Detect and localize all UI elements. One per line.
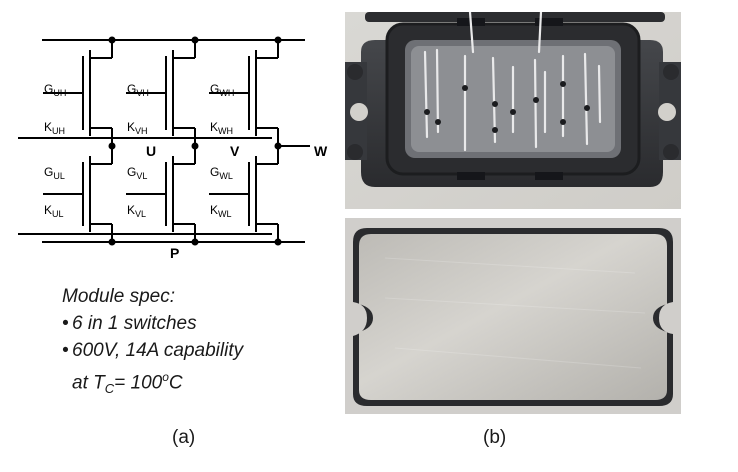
gate-label-wh: GWH: [210, 82, 234, 98]
bullet: •: [62, 313, 69, 334]
caption-a: (a): [172, 427, 196, 448]
gate-label-uh: GUH: [44, 82, 66, 98]
bullet: •: [62, 340, 69, 361]
top-rail-node-w: [274, 36, 282, 44]
kelvin-label-wh: KWH: [210, 120, 233, 136]
spec-item-temperature: at TC= 100oC: [72, 370, 183, 397]
bottom-rail-node-u: [108, 238, 116, 246]
kelvin-label-ul: KUL: [44, 203, 64, 219]
spec-item-text: 600V, 14A capability: [72, 340, 244, 361]
spec-item-capability: •600V, 14A capability: [62, 337, 243, 364]
top-rail-node-u: [108, 36, 116, 44]
kelvin-label-uh: KUH: [44, 120, 65, 136]
spec-item-switches: •6 in 1 switches: [62, 310, 243, 337]
kelvin-label-wl: KWL: [210, 203, 232, 219]
module-spec: Module spec: •6 in 1 switches •600V, 14A…: [62, 283, 243, 402]
module-lid-photo: [345, 218, 681, 414]
phase-node-v: [191, 142, 199, 150]
top-rail-node-v: [191, 36, 199, 44]
circuit-schematic: GUH GVH GWH GUL GVL GWL KUH KVH KWH KUL …: [18, 36, 328, 261]
gate-label-ul: GUL: [44, 165, 65, 181]
phase-node-u: [108, 142, 116, 150]
spec-title: Module spec:: [62, 286, 176, 307]
bottom-rail-node-v: [191, 238, 199, 246]
kelvin-label-vh: KVH: [127, 120, 148, 136]
gate-label-vh: GVH: [127, 82, 149, 98]
gate-label-vl: GVL: [127, 165, 147, 181]
kelvin-label-vl: KVL: [127, 203, 146, 219]
bus-label-p: P: [170, 245, 179, 261]
bottom-rail-node-w: [274, 238, 282, 246]
caption-b: (b): [483, 427, 507, 448]
phase-label-v: V: [230, 143, 240, 159]
gate-label-wl: GWL: [210, 165, 233, 181]
phase-label-u: U: [146, 143, 156, 159]
module-housing-photo: [345, 12, 681, 209]
phase-label-w: W: [314, 143, 328, 159]
spec-item-text: 6 in 1 switches: [72, 313, 197, 334]
